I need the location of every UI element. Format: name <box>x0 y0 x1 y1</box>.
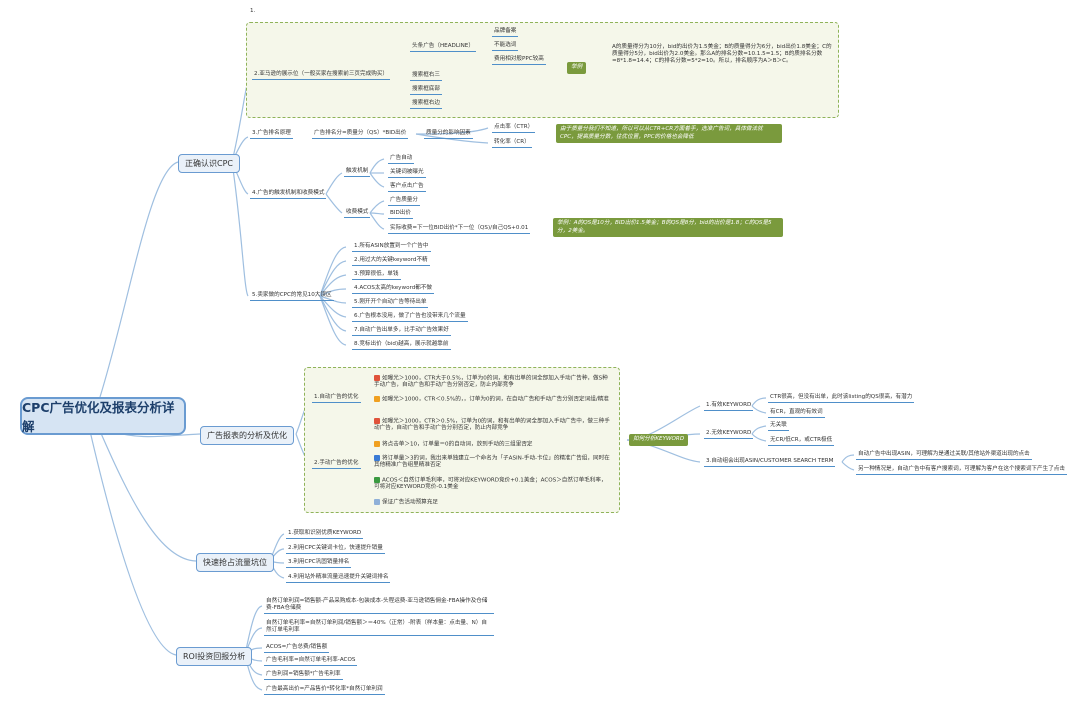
priority-5-icon <box>374 499 380 505</box>
trigger-node[interactable]: 4.广告的触发机制和收费模式 <box>250 190 327 199</box>
fee-item-actual[interactable]: 实际收费=下一位BID出价*下一位（QS)/自己QS+0.01 <box>388 225 531 234</box>
roi-item[interactable]: ACOS=广告总费/销售额 <box>264 644 330 653</box>
mistake-item[interactable]: 5.刚开开个自动广告等待出单 <box>352 299 429 308</box>
display-position-box <box>246 22 839 118</box>
branch-report[interactable]: 广告报表的分析及优化 <box>200 426 294 445</box>
auto-ad-node[interactable]: 1.自动广告的优化 <box>312 394 361 403</box>
mistake-item[interactable]: 2.用过大的关键keyword不精 <box>352 257 430 266</box>
example-text: A的质量得分为10分，bid的出价为1.5美金；B的质量得分为6分，bid出价1… <box>612 44 832 64</box>
priority-1-icon <box>374 375 380 381</box>
keyword-analysis-node[interactable]: 如何分析KEYWORD <box>629 434 689 446</box>
search-item-right3[interactable]: 搜索框右三 <box>410 72 442 81</box>
report-item: ACOS＜自然订单毛利率，可将对应KEYWORD竞价+0.1美金；ACOS＞自然… <box>374 477 607 491</box>
kw-invalid-node[interactable]: 2.无效KEYWORD <box>704 430 754 439</box>
roi-item[interactable]: 自然订单毛利率=自然订单利润/销售额＞＝40%（正常）-附表（样本量：点击量、N… <box>264 620 494 636</box>
report-item: 如曝光＞1000，CTR＞0.5%，订单为0的词，和有出单的词全部加入手动广告中… <box>374 418 610 432</box>
ctr-node[interactable]: 点击率（CTR） <box>492 124 536 133</box>
mistakes-node[interactable]: 5.卖家做的CPC的常见10大误区 <box>250 292 334 301</box>
priority-3-icon <box>374 455 380 461</box>
roi-item[interactable]: 广告最高出价=产品售价*转化率*自然订单利润 <box>264 686 385 695</box>
report-optimization-box <box>304 367 620 513</box>
display-position-node[interactable]: 2.亚马逊的展示位（一般买家在搜索前三页完成购买） <box>252 71 390 80</box>
report-item: 如曝光＞1000，CTR大于0.5%，订单为0的词，和有出单的词全部加入手动广告… <box>374 375 608 389</box>
fee-example: 举例：A的QS是10分，BID出价1.5美金；B的QS是8分，bid的出价是1.… <box>553 218 783 238</box>
mistake-item[interactable]: 1.所有ASIN放置到一个广告中 <box>352 243 431 252</box>
trigger-item-auto[interactable]: 广告自动 <box>388 155 415 164</box>
cr-node[interactable]: 转化率（CR） <box>492 139 532 148</box>
branch-traffic[interactable]: 快速抢占流量坑位 <box>196 553 274 572</box>
roi-item[interactable]: 广告毛利率=自然订单毛利率-ACOS <box>264 657 358 666</box>
priority-1-icon <box>374 418 380 424</box>
kw-asin-node[interactable]: 3.自动组会出现ASIN/CUSTOMER SEARCH TERM <box>704 458 836 467</box>
kw-invalid-a[interactable]: 无关联 <box>768 422 789 431</box>
branch-cpc[interactable]: 正确认识CPC <box>178 154 240 173</box>
kw-effective-b[interactable]: 有CR，直观的有效词 <box>768 409 825 418</box>
priority-2-icon <box>374 441 380 447</box>
search-item-bottom[interactable]: 搜索框底部 <box>410 86 442 95</box>
mistake-item[interactable]: 7.自动广告出单多，比手动广告效果好 <box>352 327 451 336</box>
manual-ad-node[interactable]: 2.手动广告的优化 <box>312 460 361 469</box>
mistake-item[interactable]: 6.广告根本没用，做了广告也没带来几个流量 <box>352 313 468 322</box>
headline-item-cost[interactable]: 费用相对般PPC较高 <box>492 56 546 65</box>
trigger-item-click[interactable]: 客户点击广告 <box>388 183 426 192</box>
example-label: 举例 <box>567 62 587 74</box>
report-item: 如曝光＞1000，CTR＜0.5%的，，订单为0的词，在自动广告和手动广告分别否… <box>374 396 610 403</box>
headline-item-brand[interactable]: 品牌备案 <box>492 28 519 37</box>
rank-node[interactable]: 3.广告排名原理 <box>250 130 293 139</box>
traffic-item[interactable]: 3.利用CPC巩固销量排名 <box>286 559 352 568</box>
headline-item-keyword[interactable]: 不能选词 <box>492 42 519 51</box>
mistake-item[interactable]: 4.ACOS太高的keyword都不做 <box>352 285 435 294</box>
kw-effective-a[interactable]: CTR很高，但没有出单，此时该listing的QS很高，有潜力 <box>768 394 915 403</box>
trigger-item-exposure[interactable]: 关键词被曝光 <box>388 169 426 178</box>
roi-item[interactable]: 广告利润=销售额*广告毛利率 <box>264 671 343 680</box>
headline-node[interactable]: 头条广告（HEADLINE） <box>410 43 476 52</box>
trigger-mech-node[interactable]: 触发机制 <box>344 168 371 177</box>
priority-2-icon <box>374 396 380 402</box>
fee-mode-node[interactable]: 收费模式 <box>344 209 371 218</box>
roi-item[interactable]: 自然订单利润=销售额-产品采购成本-包装成本-头程运费-亚马逊销售佣金-FBA操… <box>264 598 494 614</box>
report-item: 保证广告活动预算充足 <box>374 499 610 506</box>
branch-roi[interactable]: ROI投资回报分析 <box>176 647 253 666</box>
traffic-item[interactable]: 1.获取和识别优质KEYWORD <box>286 530 364 539</box>
rank-formula[interactable]: 广告排名分=质量分（QS）*BID出价 <box>312 130 409 139</box>
fee-item-qs[interactable]: 广告质量分 <box>388 197 420 206</box>
traffic-item[interactable]: 4.利用站外精准流量迅速提升关键词排名 <box>286 574 391 583</box>
mistake-item[interactable]: 8.竞标出价（bid)越高，展示就越靠前 <box>352 341 451 350</box>
priority-4-icon <box>374 477 380 483</box>
report-item: 将点击单＞10，订单量＝0的自动词，放到手动的三组里否定 <box>374 441 610 448</box>
report-item: 将订单量＞3的词，我出来单独建立一个命名为「子ASIN-手动-卡位」的精准广告组… <box>374 455 610 469</box>
fee-item-bid[interactable]: BID出价 <box>388 210 413 219</box>
qs-factors-node[interactable]: 质量分的影响因素 <box>424 130 473 139</box>
traffic-item[interactable]: 2.利用CPC关键词卡位，快速提升销量 <box>286 545 385 554</box>
kw-invalid-b[interactable]: 无CR/低CR，或CTR极低 <box>768 437 835 446</box>
top-note: 1. <box>250 8 256 14</box>
kw-asin-a[interactable]: 自动广告中出现ASIN，可理解为是通过关联/其他站外渠道出现的点击 <box>856 451 1032 460</box>
search-item-right[interactable]: 搜索框右边 <box>410 100 442 109</box>
root-node[interactable]: CPC广告优化及报表分析详解 <box>20 397 186 435</box>
mistake-item[interactable]: 3.预算很低，单钱 <box>352 271 401 280</box>
kw-effective-node[interactable]: 1.有效KEYWORD <box>704 402 754 411</box>
qs-note: 由于质量分我们不知道，所以可以从CTR+CR方面着手，选准广告词，具体做法就CP… <box>556 124 782 144</box>
kw-asin-b[interactable]: 另一种情况是，自动广告中有客户搜索词，可理解为客户在这个搜索词下产生了点击 <box>856 466 1067 475</box>
